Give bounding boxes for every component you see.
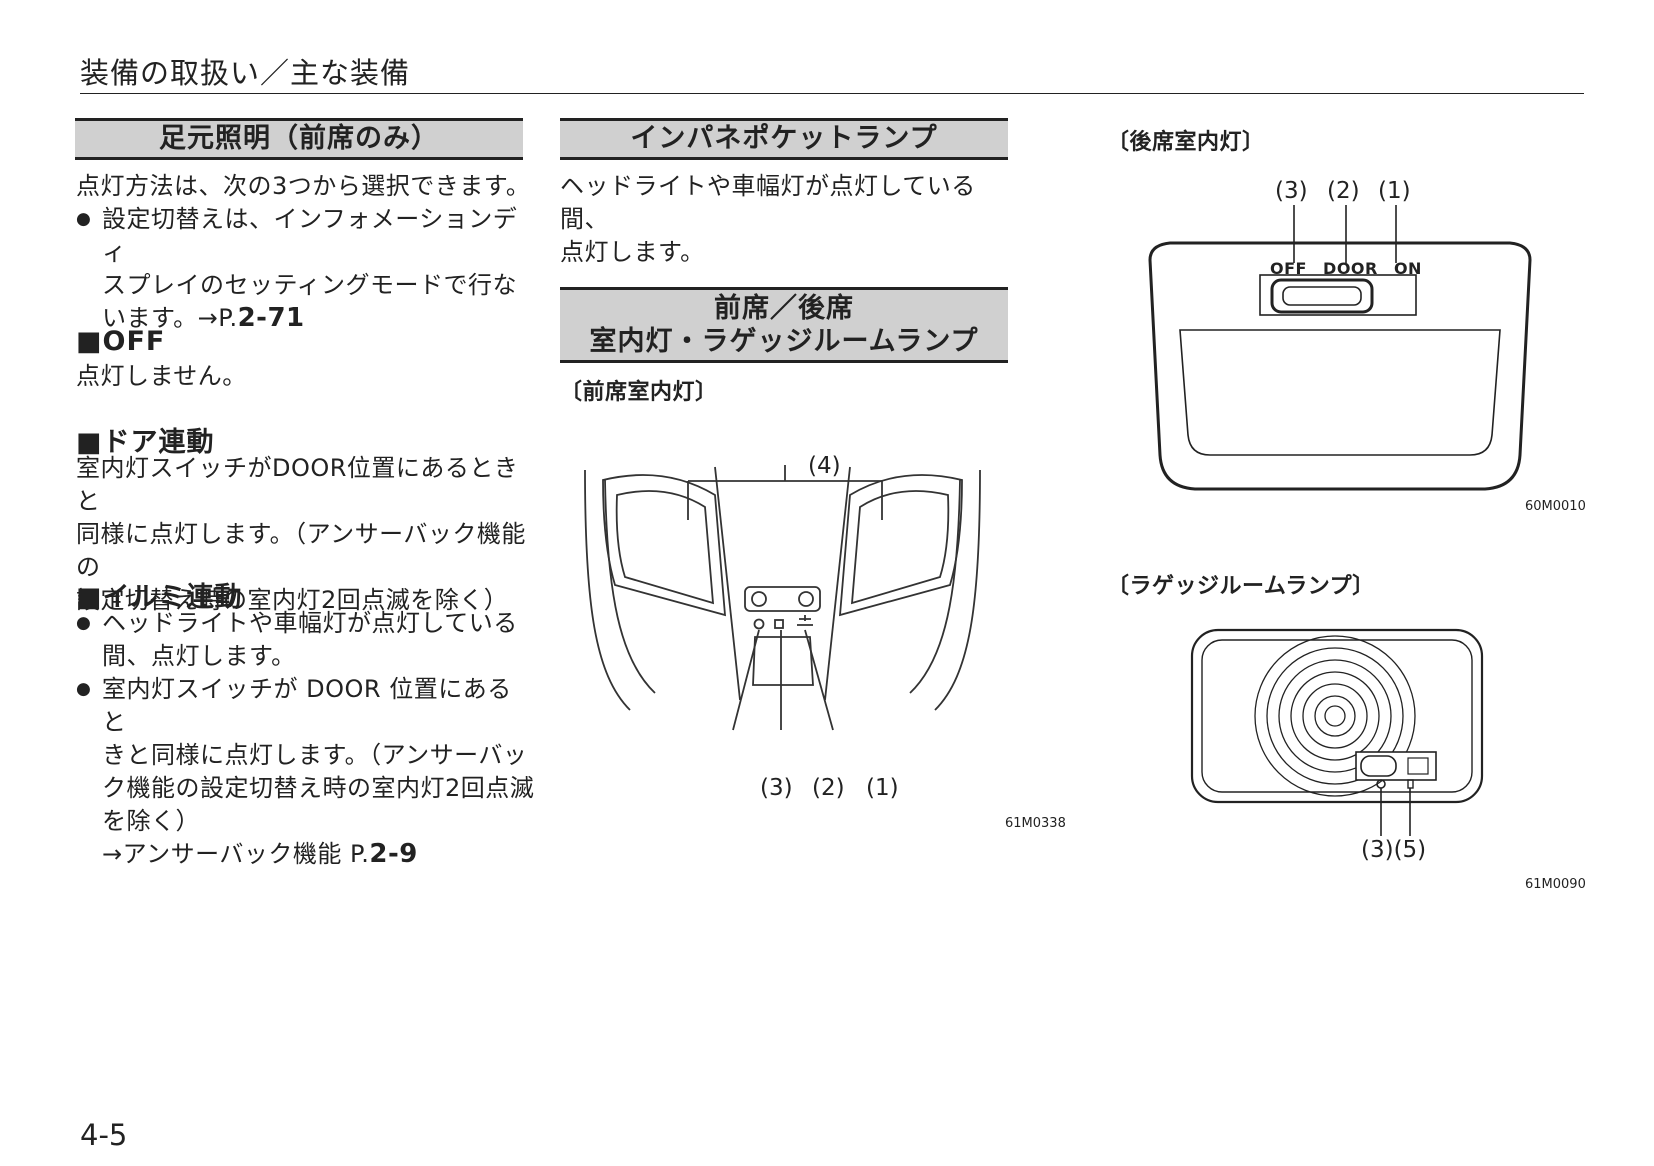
callout-luggage-3-5: (3)(5) <box>1361 837 1427 863</box>
section-title-pocket-lamp: インパネポケットランプ <box>560 118 1008 160</box>
front-figure-code: 61M0338 <box>1005 816 1066 831</box>
front-room-lamp-diagram <box>584 465 981 731</box>
answerback-reference: →アンサーバック機能 P.2-9 <box>102 839 418 869</box>
heading-door: ■ドア連動 <box>76 427 215 458</box>
rear-switch-labels: OFF DOOR ON <box>1270 259 1422 278</box>
callout-rear-3: (3) <box>1275 178 1308 204</box>
rear-figure-code: 60M0010 <box>1525 499 1586 514</box>
off-text: 点灯しません。 <box>76 362 247 390</box>
section-title-room-lamp: 前席／後席 室内灯・ラゲッジルームランプ <box>560 287 1008 363</box>
rear-lamp-caption: 〔後席室内灯〕 <box>1107 130 1265 155</box>
callout-front-2: (2) <box>812 775 845 801</box>
intro-text: 点灯方法は、次の3つから選択できます。 <box>76 172 531 200</box>
luggage-figure-code: 61M0090 <box>1525 877 1586 892</box>
page-reference: 2-9 <box>369 839 418 869</box>
section-title-footwell: 足元照明（前席のみ） <box>75 118 523 160</box>
rear-room-lamp-diagram <box>1148 205 1532 491</box>
page-reference: 2-71 <box>237 303 305 333</box>
front-lamp-caption: 〔前席室内灯〕 <box>560 380 718 405</box>
callout-front-4: (4) <box>808 453 841 479</box>
switch-label-off: OFF <box>1270 259 1307 278</box>
switch-label-on: ON <box>1393 259 1422 278</box>
page-header-title: 装備の取扱い／主な装備 <box>80 56 411 90</box>
page-number: 4-5 <box>80 1118 128 1152</box>
header-divider <box>80 93 1584 94</box>
pocket-text: ヘッドライトや車幅灯が点灯している間、 点灯します。 <box>560 172 976 266</box>
bullet-door-switch: 室内灯スイッチが DOOR 位置にあると きと同様に点灯します。（アンサーバッ … <box>76 673 536 838</box>
door-text: 室内灯スイッチがDOOR位置にあるときと 同様に点灯します。（アンサーバック機能… <box>76 454 526 614</box>
luggage-lamp-caption: 〔ラゲッジルームランプ〕 <box>1107 574 1375 599</box>
col1-body: 点灯方法は、次の3つから選択できます。 設定切替えは、インフォメーションディ ス… <box>76 170 531 335</box>
callout-rear-1: (1) <box>1378 178 1411 204</box>
bullet-settings: 設定切替えは、インフォメーションディ スプレイのセッティングモードで行な います… <box>76 203 531 335</box>
bullet-headlight: ヘッドライトや車幅灯が点灯している 間、点灯します。 <box>76 607 536 673</box>
switch-label-door: DOOR <box>1323 259 1378 278</box>
luggage-lamp-diagram <box>1190 628 1484 836</box>
callout-front-3: (3) <box>760 775 793 801</box>
callout-front-1: (1) <box>866 775 899 801</box>
illumi-body: ヘッドライトや車幅灯が点灯している 間、点灯します。 室内灯スイッチが DOOR… <box>76 607 536 871</box>
heading-off: ■OFF <box>76 326 166 357</box>
callout-rear-2: (2) <box>1327 178 1360 204</box>
